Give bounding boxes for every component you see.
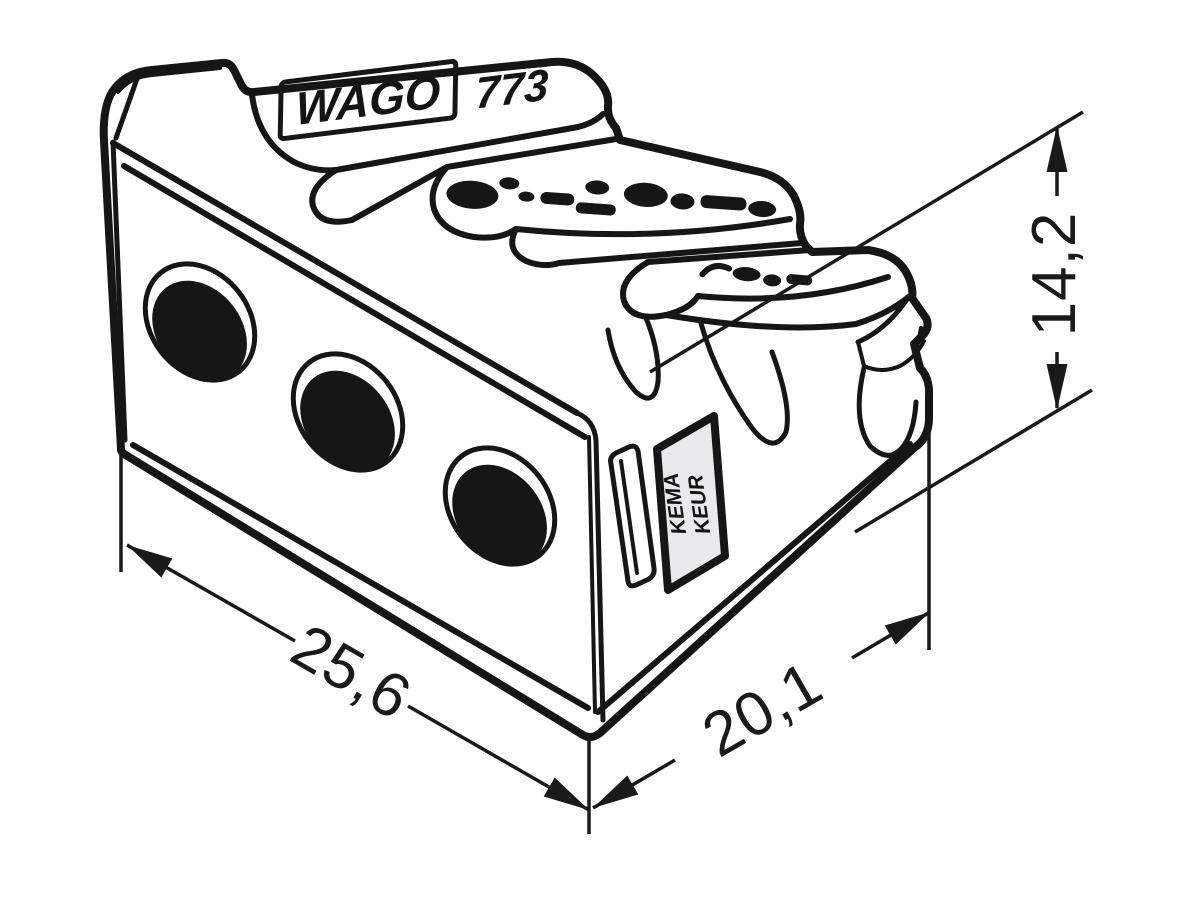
ridge3-left-cap	[620, 259, 701, 320]
right-bottom-inner-line	[595, 441, 913, 715]
clamp-inner-line	[914, 326, 923, 354]
valley-groove-2	[697, 317, 790, 446]
test-slot-outline	[608, 443, 657, 589]
valley-groove-1	[605, 315, 661, 401]
wire-hole-1-rim	[142, 261, 258, 383]
depth-arrow-left	[593, 775, 639, 808]
corner-bevel-line	[113, 73, 141, 141]
wire-hole-3-opening	[452, 464, 547, 566]
ridge1-front-crescent	[309, 167, 355, 225]
clamp-edge-upper	[855, 295, 911, 345]
wire-hole-1-opening	[152, 280, 247, 382]
ridge1-top-echo	[257, 63, 548, 92]
wire-hole-3-rim	[442, 445, 558, 567]
ridge2-face-bottom-edge	[513, 216, 793, 238]
height-arrow-bottom	[1046, 364, 1068, 410]
left-edge-inner-line	[110, 139, 128, 443]
right-face-details: KEMA KEUR	[605, 295, 926, 594]
wire-hole-2	[290, 351, 406, 473]
wire-hole-2-opening	[300, 370, 395, 472]
ridge2-left-cap	[429, 164, 519, 241]
wago-logo: WAGO	[277, 58, 459, 142]
push-button-ridge-3	[620, 247, 913, 331]
kema-keur-border	[653, 412, 729, 594]
kema-keur-label: KEMA KEUR	[653, 412, 729, 594]
front-top-chamfer-upper	[110, 140, 580, 416]
wago-logo-box	[277, 58, 459, 142]
test-slot	[608, 443, 657, 589]
wire-hole-3	[442, 445, 558, 567]
ridge1-left-cap	[249, 92, 339, 174]
front-bottom-inner-line	[130, 442, 591, 711]
series-number: 773	[475, 60, 549, 118]
ridge3-band-bottom	[663, 293, 913, 331]
ridge1-face-bottom-edge	[333, 111, 606, 173]
wire-hole-1	[142, 261, 258, 383]
height-ext-line-bottom	[854, 388, 1093, 534]
test-slot-inner-line	[619, 459, 639, 575]
front-top-chamfer-lower	[121, 163, 588, 440]
depth-arrow-right	[884, 612, 930, 645]
body-silhouette	[99, 57, 934, 742]
width-arrow-left	[127, 545, 173, 578]
front-right-edge-inner	[587, 435, 597, 714]
approval-marks	[446, 177, 777, 218]
front-right-edge-outer	[574, 410, 606, 723]
ridge2-band-bottom	[556, 240, 805, 266]
wire-hole-2-rim	[290, 351, 406, 473]
ridge2-front-crescent	[509, 226, 562, 269]
ridge3-face-bottom-edge	[695, 274, 891, 302]
width-arrow-right	[543, 777, 589, 810]
height-dimension: 14,2	[649, 110, 1093, 534]
push-button-ridge-2	[429, 164, 805, 269]
rating-swoosh	[699, 262, 733, 278]
ridge3-left-edge	[645, 247, 813, 265]
push-button-ridge-1: WAGO 773	[249, 58, 619, 225]
connector-body: WAGO 773	[99, 57, 934, 742]
wire-holes	[142, 261, 558, 567]
clamp-flange-curve	[856, 365, 919, 458]
height-arrow-top	[1046, 126, 1068, 172]
height-value: 14,2	[1020, 212, 1089, 337]
height-ext-line-top	[649, 110, 1084, 374]
